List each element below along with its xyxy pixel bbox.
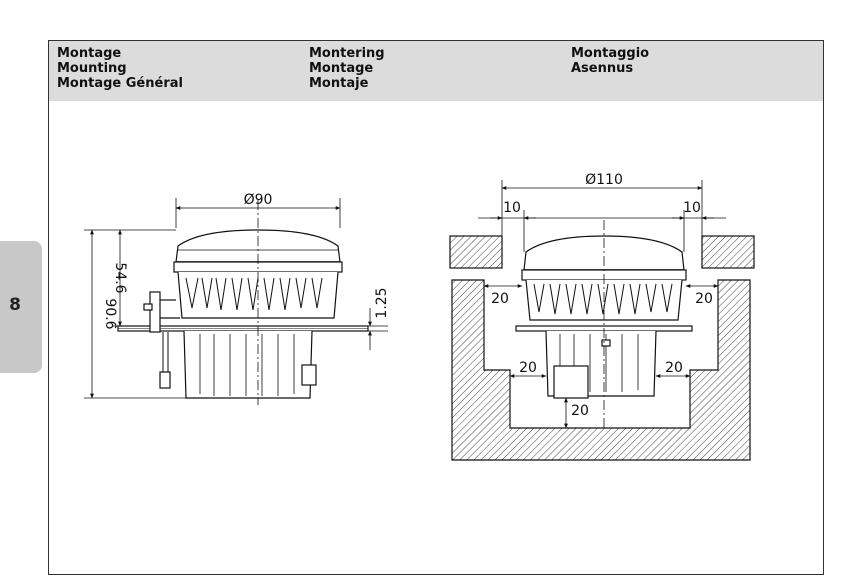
left-luminaire-drawing (84, 198, 388, 405)
header-text: Montage (309, 61, 374, 76)
clearance-left-label: 20 (491, 291, 509, 307)
clearance-bottom-left-label: 20 (519, 360, 537, 376)
gap-left-label: 10 (503, 200, 521, 216)
chapter-number: 8 (9, 295, 21, 315)
clearance-right-label: 20 (695, 291, 713, 307)
header-text: Montage (57, 46, 122, 61)
right-installation-drawing (449, 180, 755, 461)
header-text: Asennus (571, 61, 634, 76)
height-top-label: 54.6 (112, 262, 128, 293)
header-text: Montering (309, 46, 385, 61)
header-text: Montage Général (57, 76, 183, 91)
header-text: Montaggio (571, 46, 650, 61)
header-text: Montaje (309, 76, 369, 91)
clearance-below-label: 20 (571, 403, 589, 419)
diameter-90-label: Ø90 (244, 192, 273, 208)
gap-right-label: 10 (683, 200, 701, 216)
header-column-2: Montering Montage Montaje (309, 46, 385, 91)
chapter-tab: 8 (0, 241, 42, 373)
clearance-bottom-right-label: 20 (665, 360, 683, 376)
diameter-110-label: Ø110 (585, 172, 623, 188)
height-total-label: 90.6 (102, 298, 118, 329)
content-frame: Montage Mounting Montage Général Monteri… (48, 40, 824, 575)
header-column-3: Montaggio Asennus (571, 46, 649, 76)
header-band: Montage Mounting Montage Général Monteri… (49, 41, 823, 101)
header-column-1: Montage Mounting Montage Général (57, 46, 183, 91)
header-text: Mounting (57, 61, 127, 76)
flange-thickness-label: 1.25 (374, 287, 390, 318)
